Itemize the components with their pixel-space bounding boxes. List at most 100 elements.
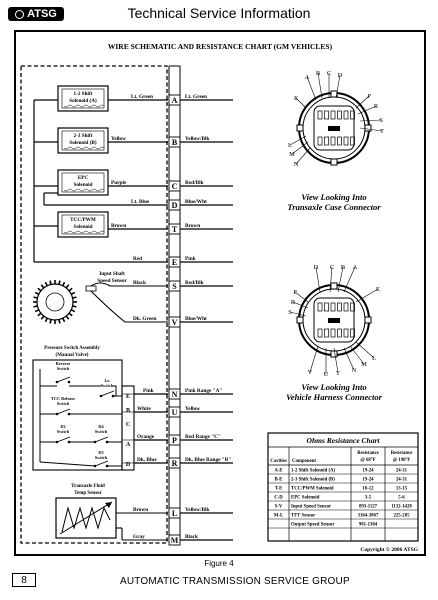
ohms-cell: 3-5 — [365, 496, 372, 501]
ohms-cell: A-E — [274, 469, 282, 474]
connector-letter: L — [288, 142, 292, 149]
switch-label-2: Switch — [101, 383, 114, 388]
switch-contact — [56, 408, 71, 415]
ohms-col-header: Resistance — [391, 451, 413, 456]
pin-letter: T — [172, 225, 178, 234]
inner-wire-label: Brown — [133, 507, 148, 513]
inner-wire-label: Orange — [137, 434, 155, 440]
outer-wire-label: Dk. Blue Range "B" — [185, 457, 231, 463]
inner-wire-label: Black — [133, 280, 146, 286]
switch-contact — [94, 436, 109, 443]
connector-letter: N — [294, 161, 299, 168]
switch-contact — [100, 390, 115, 397]
ohms-cell: 225-285 — [394, 514, 411, 519]
connector-letter: T — [336, 370, 340, 377]
ohms-cell: 19-24 — [362, 478, 374, 483]
pin-letter: P — [172, 436, 177, 445]
solenoid-label-1: 2-3 Shift — [74, 133, 93, 139]
solenoid-label-2: Solenoid — [73, 224, 92, 230]
solenoid-label-2: Solenoid — [73, 182, 92, 188]
inner-wire-label: Red — [133, 256, 142, 262]
switch-contact — [56, 436, 71, 443]
solenoid-label-1: 1-2 Shift — [74, 91, 93, 97]
ohms-cell: 5-6 — [398, 496, 405, 501]
logo-text: ATSG — [27, 8, 57, 20]
copyright: Copyright © 2006 ATSG — [360, 546, 418, 553]
ohms-col-header: Cavities — [270, 459, 287, 464]
pressure-switch-title-1: Pressure Switch Assembly — [44, 346, 100, 351]
page-number: 8 — [12, 573, 36, 587]
connector-letter: E — [294, 95, 298, 102]
connector-letter: R — [291, 299, 296, 306]
chart-frame — [14, 30, 426, 556]
ohms-chart-border — [267, 432, 419, 542]
switch-pin-letter: A — [126, 442, 131, 448]
switch-label-2: Switch — [95, 455, 108, 460]
switch-label-1: D2 — [60, 424, 65, 429]
switch-pin-letter: E — [126, 394, 130, 400]
pressure-switch-title-2: (Manual Valve) — [56, 353, 89, 358]
solenoid-coil — [61, 172, 105, 193]
connector-letter: M — [361, 361, 367, 368]
connector-letter: P — [293, 289, 297, 296]
connector-letter: M — [289, 151, 295, 158]
atsg-logo: ATSG — [8, 7, 64, 21]
connector-letter: N — [352, 367, 357, 374]
speed-sensor-label-2: Speed Sensor — [97, 278, 127, 284]
case-connector-caption-1: View Looking Into — [301, 192, 366, 202]
ohms-cell: 1132-1428 — [391, 505, 412, 510]
temp-sensor-label-1: Transaxle Fluid — [71, 484, 105, 489]
solenoid-label-1: EPC — [78, 175, 89, 181]
ohms-cell: TFT Sensor — [291, 514, 316, 519]
gear-icon — [33, 280, 77, 324]
ohms-cell: M-L — [274, 514, 283, 519]
connector-letter: V — [308, 369, 313, 376]
connector-letter: C — [327, 70, 331, 77]
connector-letter: C — [330, 264, 334, 271]
inner-wire-label: Brown — [111, 223, 126, 229]
switch-contact — [94, 460, 109, 467]
pin-letter: A — [172, 96, 178, 105]
pin-letter: D — [172, 201, 178, 210]
ohms-cell: 1-2 Shift Solenoid (A) — [291, 469, 336, 474]
solenoid-coil — [61, 130, 105, 151]
switch-label-2: Switch — [57, 366, 70, 371]
outer-wire-label: Yellow/Blk — [185, 136, 209, 142]
pin-letter: N — [172, 390, 178, 399]
connector-letter: D — [338, 72, 343, 79]
connector-letter: S — [379, 117, 383, 124]
ohms-col-header: @ 68°F — [360, 458, 375, 463]
solenoid-label-1: TCC/PWM — [70, 217, 96, 223]
pin-letter: C — [172, 182, 178, 191]
ohms-cell: 2-3 Shift Solenoid (B) — [291, 478, 335, 483]
connector-letter: E — [376, 286, 380, 293]
ohms-cell: Input Speed Sensor — [291, 505, 332, 510]
outer-wire-label: Brown — [185, 223, 200, 229]
switch-label-1: D3 — [98, 450, 103, 455]
connector-letter: L — [372, 355, 376, 362]
ohms-cell: TCC/PWM Solenoid — [291, 487, 334, 492]
ohms-cell: 3164-3867 — [358, 514, 379, 519]
ohms-cell: 981-1304 — [359, 523, 378, 528]
connector-letter: P — [367, 93, 371, 100]
connector-letter: U — [324, 371, 329, 378]
ohms-cell: S-V — [275, 505, 283, 510]
chart-title: WIRE SCHEMATIC AND RESISTANCE CHART (GM … — [108, 42, 333, 51]
pin-letter: U — [172, 408, 178, 417]
outer-wire-label: Pink Range "A" — [185, 388, 222, 394]
connector-letter: T — [380, 128, 384, 135]
switch-label-1: D4 — [98, 424, 104, 429]
ohms-cell: 24-31 — [396, 478, 408, 483]
pin-letter: V — [172, 318, 178, 327]
connector-letter: A — [305, 74, 310, 81]
ohms-cell: 893-1127 — [359, 505, 378, 510]
outer-wire-label: Yellow/Blk — [185, 507, 209, 513]
switch-label-2: Switch — [57, 401, 70, 406]
solenoid-label-2: Solenoid (B) — [69, 139, 97, 146]
outer-wire-label: Blue/Wht — [185, 316, 207, 322]
globe-icon — [15, 9, 25, 19]
switch-label-2: Switch — [95, 429, 108, 434]
solenoid-label-2: Solenoid (A) — [69, 97, 97, 104]
